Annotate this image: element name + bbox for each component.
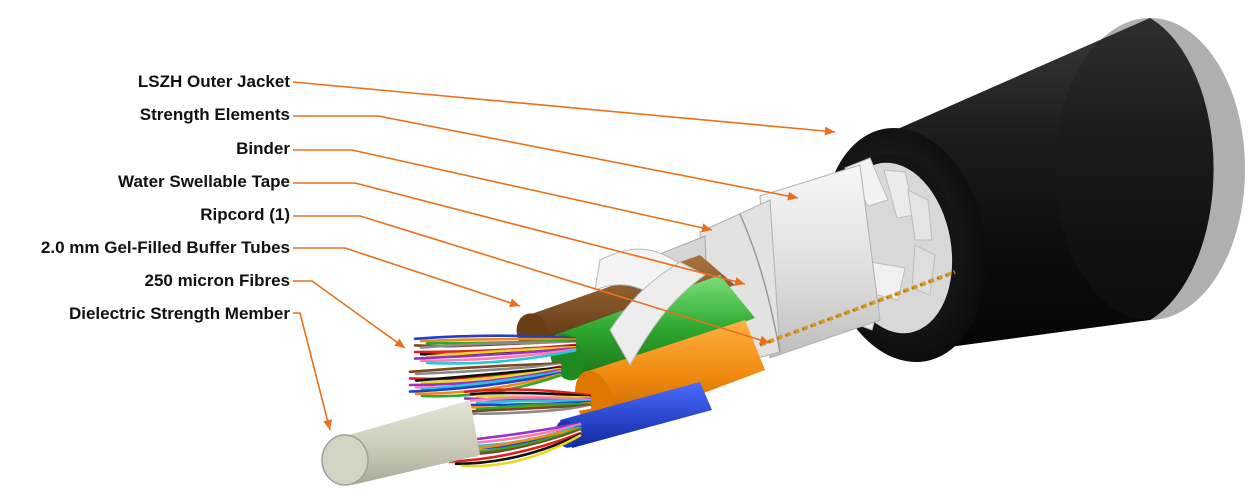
- label-dielectric-strength-member: Dielectric Strength Member: [68, 304, 290, 323]
- fibre-strand: [408, 372, 562, 393]
- arrowhead: [394, 338, 405, 348]
- label-lszh-outer-jacket: LSZH Outer Jacket: [137, 72, 290, 91]
- tube-blue: [560, 382, 712, 448]
- fibre-strand: [408, 362, 562, 374]
- arrowhead: [509, 298, 520, 308]
- label-binder: Binder: [236, 139, 290, 158]
- label-water-swellable-tape: Water Swellable Tape: [118, 172, 290, 191]
- leader-ripcord: [293, 215, 771, 344]
- fibre-strand: [414, 366, 562, 382]
- fibre-strand: [475, 402, 592, 411]
- fibre-strand: [419, 337, 577, 343]
- arrowhead: [759, 335, 770, 345]
- leader-lines: [292, 81, 836, 431]
- arrowhead: [824, 126, 835, 136]
- leader-strength-member: [293, 312, 331, 431]
- ripcord: [759, 270, 956, 347]
- fibre-strand: [414, 363, 562, 376]
- label-strength-elements: Strength Elements: [139, 105, 290, 124]
- fibre-strand: [425, 349, 577, 365]
- fibre-strand: [475, 406, 592, 418]
- arrowhead: [734, 277, 745, 286]
- leader-fibres: [293, 280, 406, 349]
- fibre-strand: [469, 405, 592, 416]
- fibre-strand: [460, 430, 582, 461]
- label-gel-filled-buffer-tubes: 2.0 mm Gel-Filled Buffer Tubes: [40, 238, 290, 257]
- fibre-strand: [425, 345, 577, 358]
- fibre-strand: [420, 367, 562, 385]
- leader-binder: [293, 149, 713, 231]
- fibre-bundle: [408, 334, 592, 468]
- rod-end-face: [321, 434, 369, 486]
- arrowhead: [787, 191, 798, 201]
- fibre-strand: [413, 347, 577, 360]
- fibre-strand: [475, 399, 592, 405]
- leader-outer-jacket: [292, 81, 836, 133]
- label-ripcord: Ripcord (1): [200, 205, 290, 224]
- fibre-strand: [408, 368, 562, 387]
- fibre-strand: [413, 334, 577, 341]
- fibre-strand: [454, 433, 582, 466]
- leader-buffer-tubes: [293, 247, 521, 307]
- fibre-strand: [420, 370, 562, 391]
- fibre-strand: [463, 404, 592, 413]
- leader-strength-elements: [293, 115, 799, 199]
- fibre-strand: [460, 434, 582, 468]
- arrowhead: [701, 223, 712, 233]
- tube-green: [555, 275, 755, 382]
- label-250-micron-fibres: 250 micron Fibres: [144, 271, 290, 290]
- fibre-strand: [448, 432, 582, 463]
- leader-water-swellable-tape: [293, 182, 746, 285]
- fibre-strand: [463, 388, 592, 397]
- fibre-strand: [469, 391, 592, 398]
- fibre-strand: [419, 348, 577, 363]
- fibre-strand: [425, 342, 577, 352]
- arrowhead: [323, 419, 332, 430]
- dielectric-strength-member: [321, 400, 480, 486]
- fibre-strand: [469, 396, 592, 402]
- fibre-strand: [419, 341, 577, 349]
- water-swellable-tape: [594, 248, 706, 367]
